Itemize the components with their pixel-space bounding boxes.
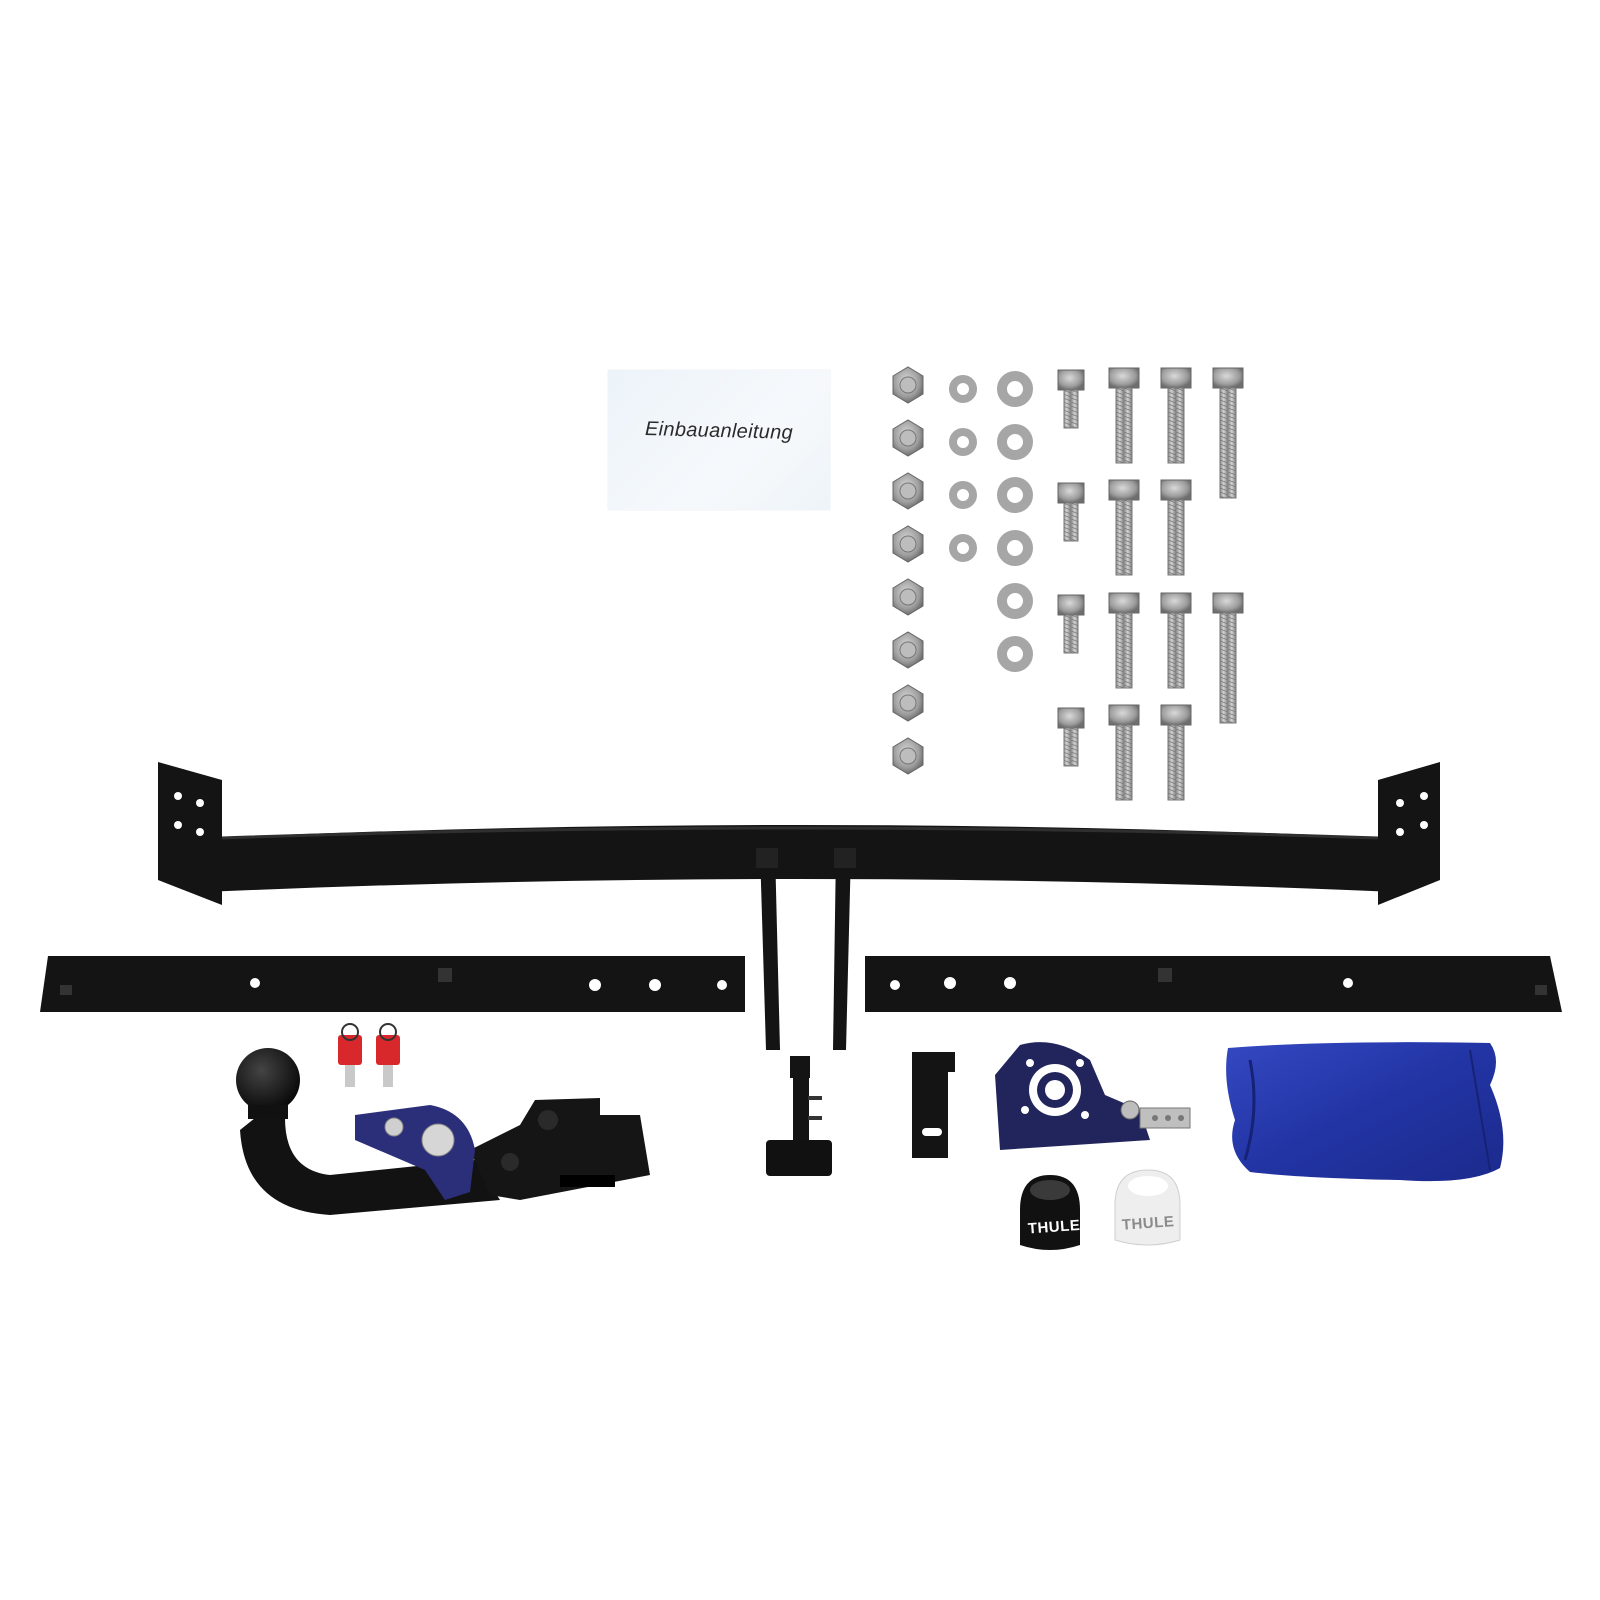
installation-manual: Einbauanleitung <box>608 370 830 510</box>
flange-nut <box>892 631 924 669</box>
medium-bolt <box>1108 592 1140 689</box>
washer-large <box>997 371 1033 407</box>
flange-nut <box>892 472 924 510</box>
lock-cylinder <box>355 1105 475 1200</box>
socket-mounting-plate <box>995 1042 1191 1150</box>
washer-small <box>949 375 977 403</box>
angle-bracket <box>912 1052 955 1158</box>
white-ball-cap: THULE <box>1114 1169 1181 1246</box>
flange-nut <box>892 737 924 775</box>
detachable-tow-ball <box>236 1048 650 1215</box>
flange-nut <box>892 366 924 404</box>
short-bolt <box>1057 594 1085 654</box>
blue-storage-bag <box>1226 1042 1504 1182</box>
washer-small <box>949 534 977 562</box>
medium-bolt <box>1108 367 1140 464</box>
flange-nuts <box>892 366 924 775</box>
washer-large <box>997 583 1033 619</box>
side-bracket-left <box>40 956 745 1012</box>
long-bolt <box>1212 592 1244 724</box>
washer-small <box>949 481 977 509</box>
side-bracket-right <box>865 956 1562 1012</box>
washer-large <box>997 424 1033 460</box>
long-bolt <box>1212 367 1244 499</box>
white-cap-brand: THULE <box>1121 1213 1175 1234</box>
black-ball-cap: THULE <box>1020 1175 1081 1250</box>
bolts <box>1057 367 1244 801</box>
medium-bolt <box>1160 704 1192 801</box>
washer-large <box>997 477 1033 513</box>
medium-bolt <box>1108 704 1140 801</box>
short-bolt <box>1057 369 1085 429</box>
washers <box>949 371 1033 672</box>
black-cap-brand: THULE <box>1027 1217 1081 1238</box>
flange-nut <box>892 525 924 563</box>
short-bolt <box>1057 482 1085 542</box>
washer-small <box>949 428 977 456</box>
medium-bolt <box>1160 479 1192 576</box>
medium-bolt <box>1160 367 1192 464</box>
medium-bolt <box>1108 479 1140 576</box>
tow-bar-crossbeam <box>158 762 1440 1050</box>
washer-large <box>997 636 1033 672</box>
washer-large <box>997 530 1033 566</box>
flange-nut <box>892 419 924 457</box>
short-bolt <box>1057 707 1085 767</box>
flange-nut <box>892 684 924 722</box>
medium-bolt <box>1160 592 1192 689</box>
ball-storage-holder <box>766 1056 832 1176</box>
red-keys <box>338 1023 400 1087</box>
flange-nut <box>892 578 924 616</box>
